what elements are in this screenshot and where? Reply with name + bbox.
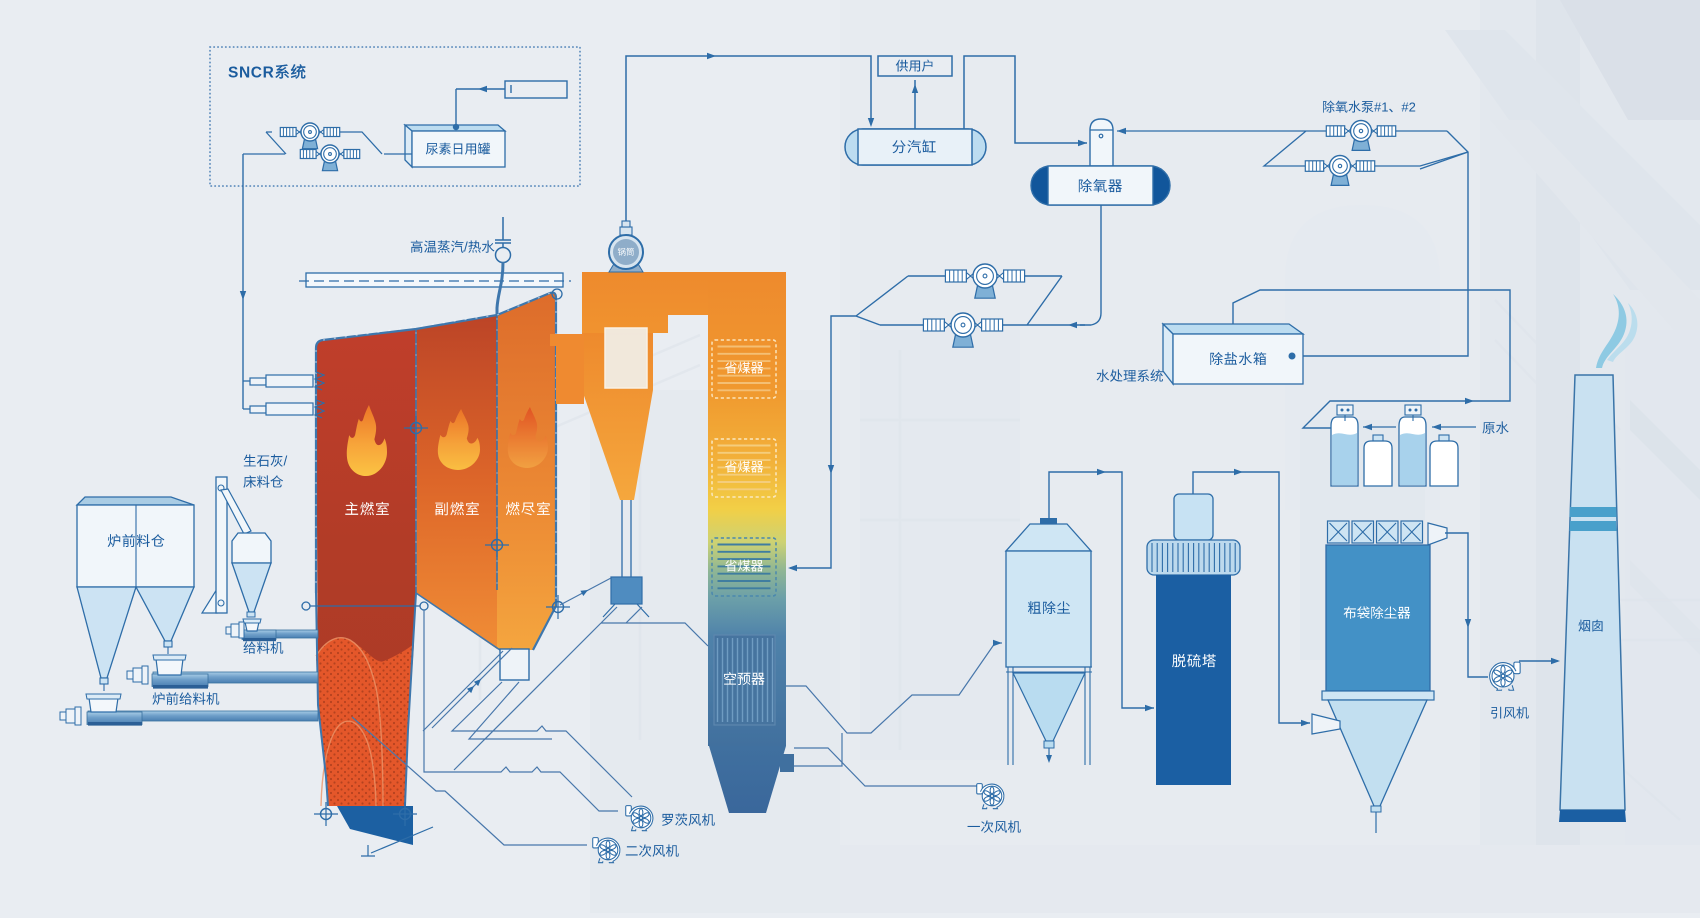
svg-text:SNCR: SNCR: [228, 64, 274, 81]
svg-text:/: /: [284, 454, 288, 469]
svg-text:#2: #2: [1401, 100, 1415, 115]
svg-text:#1: #1: [1374, 100, 1388, 115]
svg-text:/: /: [464, 240, 468, 255]
